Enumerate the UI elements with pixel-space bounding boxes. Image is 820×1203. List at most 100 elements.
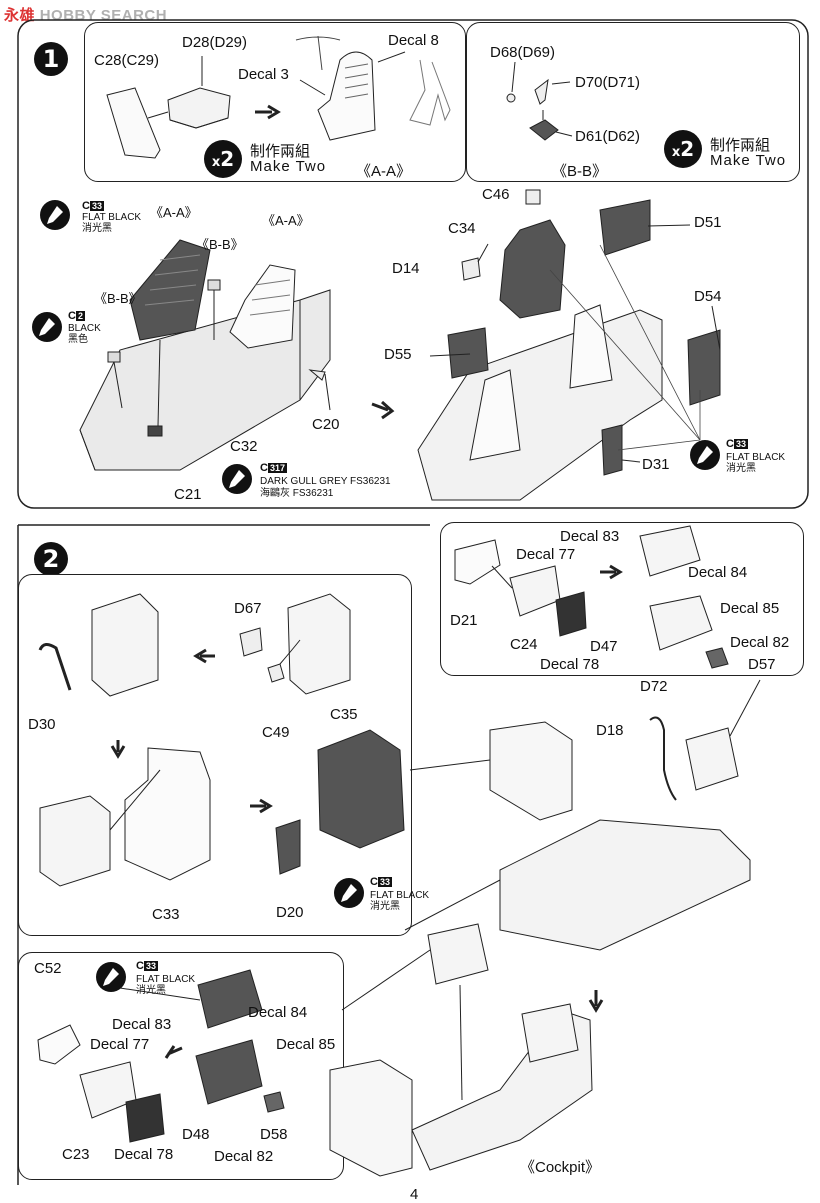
part-c24: C24 (510, 636, 538, 653)
part-c21: C21 (174, 486, 202, 503)
paint-cn-c33-left: 消光黑 (82, 223, 112, 234)
times-count: 2 (220, 147, 235, 171)
paint-number: 33 (143, 961, 158, 971)
paint-cn-c33-inset: 消光黑 (370, 901, 400, 912)
brush-icon (39, 318, 55, 336)
part-c34: C34 (448, 220, 476, 237)
brush-icon (103, 968, 119, 986)
decal-84-lower: Decal 84 (248, 1004, 308, 1021)
paint-name-c2: BLACK (68, 323, 101, 334)
decal-85-lower: Decal 85 (276, 1036, 336, 1053)
paint-letter: C (260, 462, 268, 474)
paint-brush-icon-c317 (222, 464, 252, 494)
paint-number: 317 (267, 463, 287, 473)
paint-letter: C (726, 438, 734, 450)
part-c28: C28(C29) (94, 52, 160, 69)
times-sign: x (671, 145, 681, 160)
part-d30: D30 (28, 716, 56, 733)
brush-icon (697, 446, 713, 464)
part-d58: D58 (260, 1126, 288, 1143)
paint-brush-icon-c33-inset (334, 878, 364, 908)
decal-82-right: Decal 82 (730, 634, 790, 651)
part-d57: D57 (748, 656, 776, 673)
subassembly-bb-drawing (506, 61, 573, 141)
page-number: 4 (410, 1186, 419, 1203)
subassembly-aa-drawing (106, 35, 451, 159)
section-bb-left-1: 《B-B》 (196, 237, 244, 252)
part-d18: D18 (596, 722, 624, 739)
decal-84-right: Decal 84 (688, 564, 748, 581)
decal-85-right: Decal 85 (720, 600, 780, 617)
part-d55: D55 (384, 346, 412, 363)
paint-letter: C (68, 310, 76, 322)
part-d61: D61(D62) (575, 128, 641, 145)
paint-letter: C (136, 960, 144, 972)
part-d20: D20 (276, 904, 304, 921)
paint-brush-icon-c33-right (690, 440, 720, 470)
paint-number: 33 (733, 439, 748, 449)
part-c35: C35 (330, 706, 358, 723)
paint-letter: C (82, 200, 90, 212)
decal-82-lower: Decal 82 (214, 1148, 274, 1165)
paint-name-c33-left: FLAT BLACK (82, 212, 142, 223)
part-d48: D48 (182, 1126, 210, 1143)
part-d14: D14 (392, 260, 420, 277)
decal-83-lower: Decal 83 (112, 1016, 172, 1033)
part-c20: C20 (312, 416, 340, 433)
section-aa-label: 《A-A》 (356, 163, 412, 180)
cockpit-caption: 《Cockpit》 (520, 1159, 601, 1176)
section-aa-left-1: 《A-A》 (150, 205, 198, 220)
step2-lower-box (18, 952, 344, 1180)
watermark-cn: 永雄 (4, 7, 36, 24)
paint-name-c33-right: FLAT BLACK (726, 452, 786, 463)
paint-brush-icon-c33-left (40, 200, 70, 230)
times-count: 2 (680, 137, 695, 161)
decal-78-lower: Decal 78 (114, 1146, 174, 1163)
section-aa-left-2: 《A-A》 (262, 213, 310, 228)
paint-name-c33-inset: FLAT BLACK (370, 890, 430, 901)
step2-number: 2 (34, 542, 68, 576)
part-c46: C46 (482, 186, 510, 203)
subassembly-bb-box (466, 22, 800, 182)
paint-number: 33 (89, 201, 104, 211)
section-bb-label: 《B-B》 (552, 163, 608, 180)
part-d54: D54 (694, 288, 722, 305)
paint-cn-c2: 黑色 (68, 334, 88, 345)
make-two-badge-b: x2 (664, 130, 702, 168)
paint-cn-c33-right: 消光黑 (726, 463, 756, 474)
make-two-cn-b: 制作兩組 (710, 137, 771, 154)
tub-left-drawing (79, 239, 395, 471)
make-two-en-a: Make Two (250, 158, 327, 175)
step1-number: 1 (34, 42, 68, 76)
part-d31: D31 (642, 456, 670, 473)
paint-cn-c317: 海鷗灰 FS36231 (260, 488, 334, 499)
paint-name-c33-lower: FLAT BLACK (136, 974, 196, 985)
paint-letter: C (370, 876, 378, 888)
brush-icon (341, 884, 357, 902)
paint-name-c317: DARK GULL GREY FS36231 (260, 476, 391, 487)
make-two-cn-a: 制作兩組 (250, 143, 311, 160)
part-d28: D28(D29) (182, 34, 248, 51)
part-d68: D68(D69) (490, 44, 556, 61)
part-d70: D70(D71) (575, 74, 641, 91)
brush-icon (47, 206, 63, 224)
part-d72: D72 (640, 678, 668, 695)
paint-cn-c33-lower: 消光黑 (136, 985, 166, 996)
make-two-badge-a: x2 (204, 140, 242, 178)
make-two-en-b: Make Two (710, 152, 787, 169)
section-bb-left-2: 《B-B》 (94, 291, 142, 306)
decal-3: Decal 3 (238, 66, 289, 83)
paint-number: 2 (75, 311, 85, 321)
decal-77-lower: Decal 77 (90, 1036, 150, 1053)
part-c33: C33 (152, 906, 180, 923)
part-d51: D51 (694, 214, 722, 231)
